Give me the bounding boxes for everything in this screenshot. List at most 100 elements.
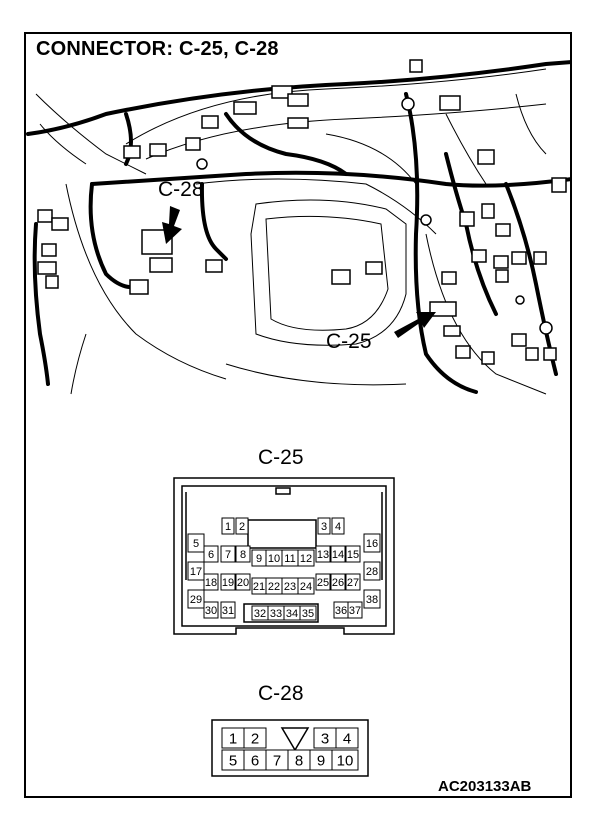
svg-text:26: 26	[332, 577, 344, 589]
c28-pin: 1	[221, 727, 245, 749]
svg-text:6: 6	[208, 549, 214, 561]
svg-text:27: 27	[347, 577, 359, 589]
c28-label: C-28	[258, 682, 304, 705]
c28-pin: 6	[243, 749, 267, 771]
svg-text:5: 5	[229, 752, 237, 769]
c25-pin: 5	[187, 533, 205, 553]
c25-label: C-25	[258, 446, 304, 469]
svg-text:19: 19	[222, 577, 234, 589]
svg-text:4: 4	[343, 730, 351, 747]
c28-pin: 4	[335, 727, 359, 749]
c25-pin: 4	[331, 517, 345, 535]
c25-pin: 30	[203, 601, 219, 619]
figure-title: CONNECTOR: C-25, C-28	[36, 38, 279, 60]
c25-pin: 9	[251, 549, 267, 567]
figure-frame	[24, 32, 572, 798]
svg-text:6: 6	[251, 752, 259, 769]
c25-pin: 17	[187, 561, 205, 581]
c25-pin: 18	[203, 573, 219, 591]
svg-text:9: 9	[317, 752, 325, 769]
svg-text:11: 11	[284, 553, 295, 565]
c28-pin: 2	[243, 727, 267, 749]
svg-text:5: 5	[193, 538, 199, 550]
c28-pin: 10	[331, 749, 359, 771]
c25-pin: 31	[220, 601, 236, 619]
svg-text:2: 2	[251, 730, 259, 747]
svg-text:8: 8	[295, 752, 303, 769]
c25-pin: 16	[363, 533, 381, 553]
svg-text:1: 1	[225, 521, 231, 533]
c28-pin: 3	[313, 727, 337, 749]
c25-pin: 28	[363, 561, 381, 581]
c25-pin: 2	[235, 517, 249, 535]
svg-text:34: 34	[286, 608, 298, 620]
svg-text:12: 12	[300, 553, 312, 565]
svg-text:18: 18	[205, 577, 217, 589]
svg-text:9: 9	[256, 553, 262, 565]
svg-text:38: 38	[366, 594, 378, 606]
callout-c28: C-28	[158, 178, 204, 201]
c25-pin: 21	[251, 577, 267, 595]
figure-code: AC203133AB	[438, 778, 532, 795]
c25-pin: 15	[345, 545, 361, 563]
c25-pin: 1	[221, 517, 235, 535]
svg-text:16: 16	[366, 538, 378, 550]
svg-text:29: 29	[190, 594, 202, 606]
svg-text:28: 28	[366, 566, 378, 578]
c28-arrow	[162, 206, 182, 244]
svg-text:15: 15	[347, 549, 359, 561]
c25-pin: 36	[333, 601, 349, 619]
callout-c25: C-25	[326, 330, 372, 353]
svg-text:1: 1	[229, 730, 237, 747]
c25-pin: 20	[235, 573, 251, 591]
c25-pin: 8	[235, 545, 251, 563]
c25-pin: 38	[363, 589, 381, 609]
svg-text:24: 24	[300, 581, 312, 593]
svg-text:3: 3	[321, 730, 329, 747]
c25-pin: 25	[315, 573, 331, 591]
svg-text:31: 31	[222, 605, 234, 617]
svg-text:21: 21	[253, 581, 265, 593]
c25-pin: 19	[220, 573, 236, 591]
c25-pin: 27	[345, 573, 361, 591]
c25-pin: 37	[347, 601, 363, 619]
svg-text:35: 35	[302, 608, 314, 620]
c25-pin: 29	[187, 589, 205, 609]
svg-text:20: 20	[237, 577, 249, 589]
svg-text:36: 36	[335, 605, 347, 617]
svg-text:4: 4	[335, 521, 341, 533]
svg-text:37: 37	[349, 605, 361, 617]
svg-text:10: 10	[268, 553, 280, 565]
c25-pin: 3	[317, 517, 331, 535]
c25-pin: 32	[251, 605, 269, 621]
c25-pin: 26	[330, 573, 346, 591]
c25-pin: 6	[203, 545, 219, 563]
svg-text:7: 7	[273, 752, 281, 769]
c25-pin: 12	[297, 549, 315, 567]
svg-text:23: 23	[284, 581, 296, 593]
c28-pin: 5	[221, 749, 245, 771]
c25-pin: 35	[299, 605, 317, 621]
svg-text:33: 33	[270, 608, 282, 620]
svg-text:8: 8	[240, 549, 246, 561]
c28-pin: 8	[287, 749, 311, 771]
c25-pin: 13	[315, 545, 331, 563]
c25-pin: 24	[297, 577, 315, 595]
c28-pin: 9	[309, 749, 333, 771]
svg-text:17: 17	[190, 566, 202, 578]
c28-pin: 7	[265, 749, 289, 771]
svg-text:10: 10	[337, 752, 354, 769]
svg-text:13: 13	[317, 549, 329, 561]
svg-text:7: 7	[225, 549, 231, 561]
svg-text:32: 32	[254, 608, 266, 620]
svg-text:3: 3	[321, 521, 327, 533]
svg-text:2: 2	[239, 521, 245, 533]
svg-text:25: 25	[317, 577, 329, 589]
harness-illustration	[26, 59, 572, 395]
c25-pin: 14	[330, 545, 346, 563]
svg-text:30: 30	[205, 605, 217, 617]
